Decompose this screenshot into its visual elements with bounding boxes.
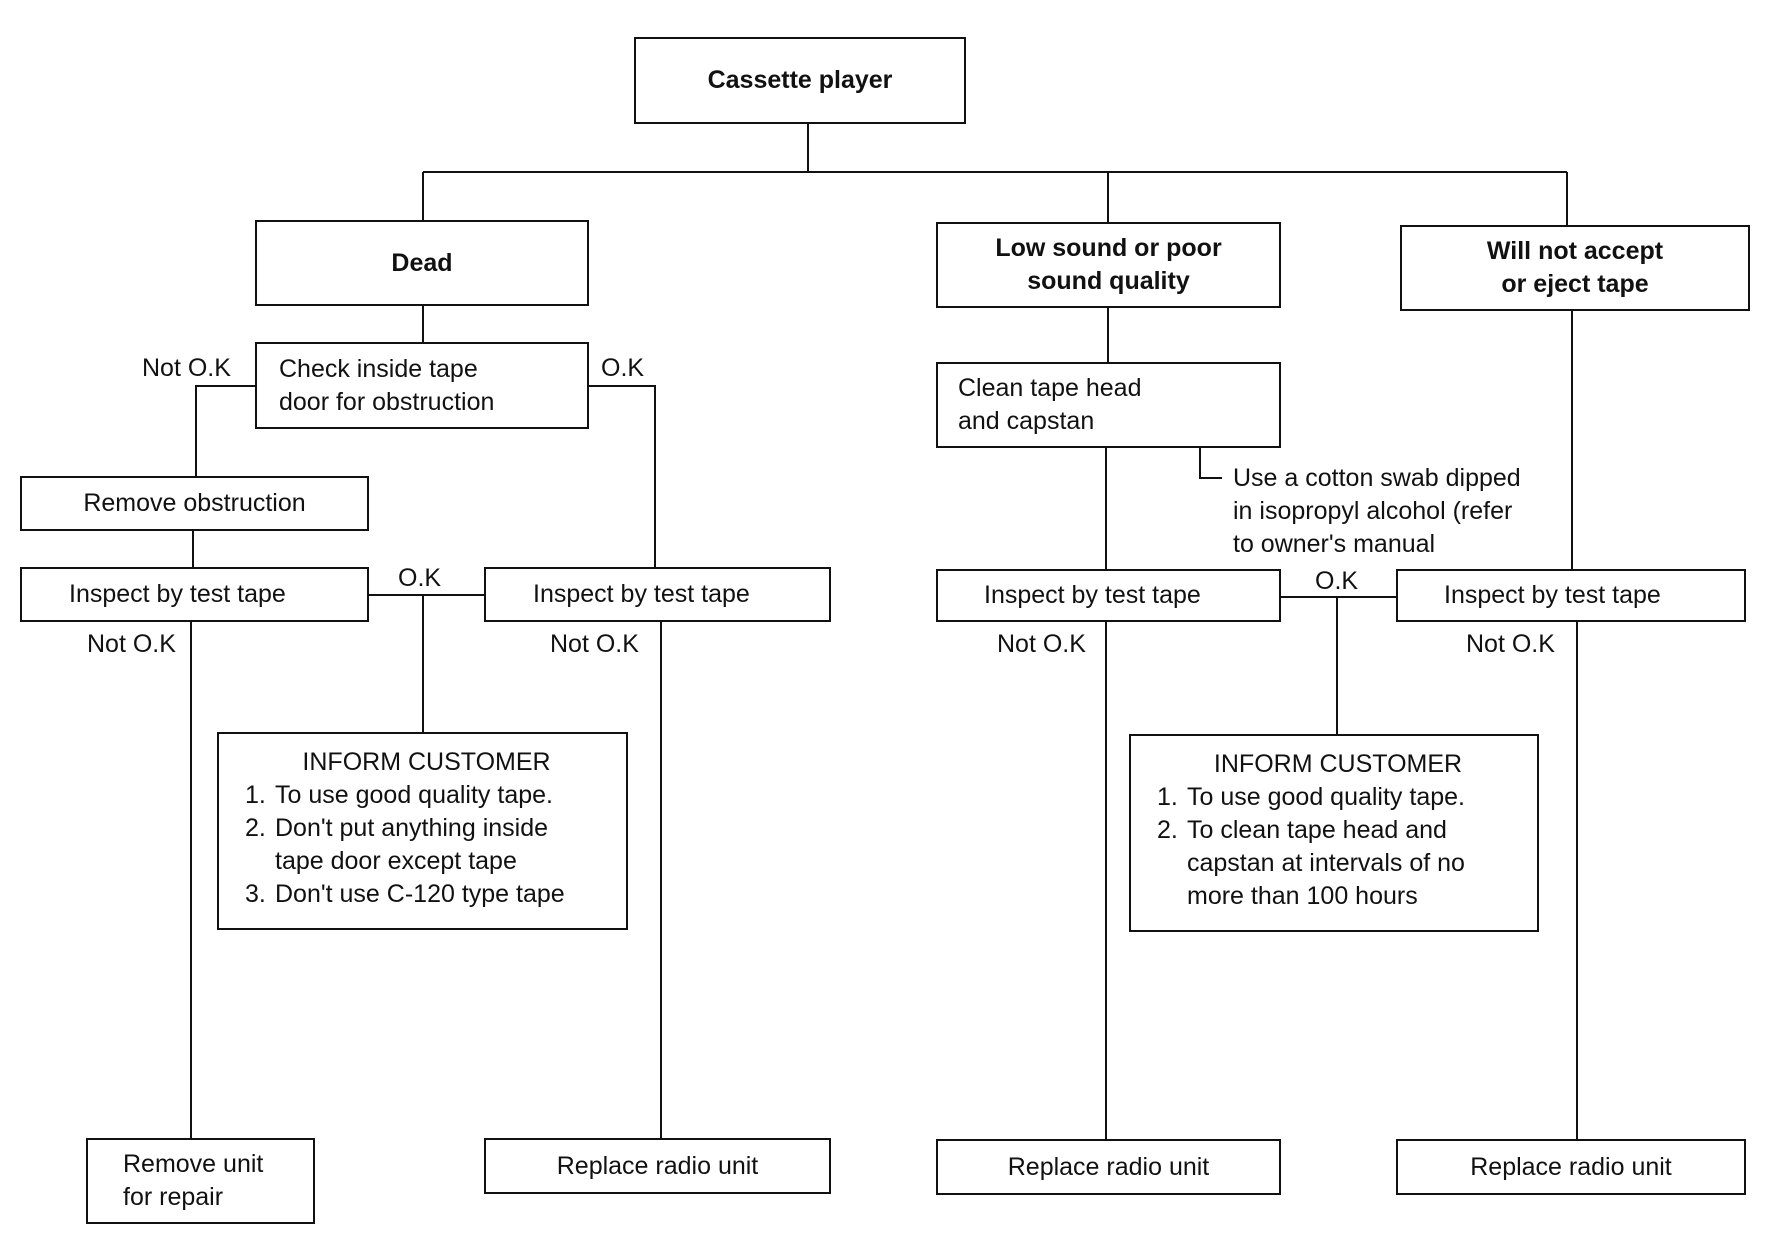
inspect-step-2: Inspect by test tape xyxy=(484,567,831,622)
not-ok-label: Not O.K xyxy=(87,630,176,658)
list-item: 1.To use good quality tape. xyxy=(245,781,553,809)
remove-obstruction-label: Remove obstruction xyxy=(83,489,306,517)
root-node: Cassette player xyxy=(634,37,966,124)
ok-label: O.K xyxy=(398,564,442,592)
check-door-step: Check inside tape door for obstruction xyxy=(255,342,589,429)
symptom-not-accept: Will not accept or eject tape xyxy=(1400,225,1750,311)
replace-unit-label: Replace radio unit xyxy=(556,1151,759,1180)
symptom-not-accept-label: Will not accept or eject tape xyxy=(1486,237,1664,298)
ok-label: O.K xyxy=(1315,567,1359,595)
inform-customer-left: INFORM CUSTOMER 1.To use good quality ta… xyxy=(217,732,628,930)
result-remove-unit: Remove unit for repair xyxy=(86,1138,315,1224)
replace-unit-label: Replace radio unit xyxy=(1007,1152,1210,1181)
not-ok-label: Not O.K xyxy=(1466,630,1555,658)
list-item: 2.Don't put anything inside tape door ex… xyxy=(245,814,549,875)
inform-list: 1.To use good quality tape. 2.To clean t… xyxy=(1157,781,1519,913)
inspect-step-1: Inspect by test tape xyxy=(20,567,369,622)
remove-unit-label: Remove unit for repair xyxy=(123,1150,264,1211)
inform-title: INFORM CUSTOMER xyxy=(1213,750,1463,778)
clean-head-step: Clean tape head and capstan xyxy=(936,362,1281,448)
root-label: Cassette player xyxy=(707,66,893,94)
inspect-label: Inspect by test tape xyxy=(69,580,286,608)
remove-obstruction-step: Remove obstruction xyxy=(20,476,369,531)
symptom-low-sound: Low sound or poor sound quality xyxy=(936,222,1281,308)
inspect-step-3: Inspect by test tape xyxy=(936,569,1281,622)
clean-head-label: Clean tape head and capstan xyxy=(958,374,1142,435)
check-door-label: Check inside tape door for obstruction xyxy=(279,354,495,416)
symptom-low-sound-label: Low sound or poor sound quality xyxy=(995,234,1222,295)
list-item: 3.Don't use C-120 type tape xyxy=(245,880,565,908)
result-replace-unit-3: Replace radio unit xyxy=(1396,1139,1746,1195)
list-item: 2.To clean tape head and capstan at inte… xyxy=(1157,816,1465,910)
result-replace-unit-2: Replace radio unit xyxy=(936,1139,1281,1195)
not-ok-label: Not O.K xyxy=(997,630,1086,658)
result-replace-unit-1: Replace radio unit xyxy=(484,1138,831,1194)
inform-list: 1.To use good quality tape. 2.Don't put … xyxy=(245,779,608,911)
replace-unit-label: Replace radio unit xyxy=(1470,1152,1672,1181)
inform-title: INFORM CUSTOMER xyxy=(302,748,551,776)
inspect-step-4: Inspect by test tape xyxy=(1396,569,1746,622)
inspect-label: Inspect by test tape xyxy=(984,581,1201,609)
not-ok-label: Not O.K xyxy=(550,630,639,658)
ok-label: O.K xyxy=(601,354,645,382)
inform-customer-right: INFORM CUSTOMER 1.To use good quality ta… xyxy=(1129,734,1539,932)
symptom-dead: Dead xyxy=(255,220,589,306)
inspect-label: Inspect by test tape xyxy=(533,580,750,608)
list-item: 1.To use good quality tape. xyxy=(1157,783,1465,811)
symptom-dead-label: Dead xyxy=(391,248,453,277)
inspect-label: Inspect by test tape xyxy=(1444,581,1661,609)
swab-note: Use a cotton swab dipped in isopropyl al… xyxy=(1233,464,1521,558)
not-ok-label: Not O.K xyxy=(142,354,231,382)
